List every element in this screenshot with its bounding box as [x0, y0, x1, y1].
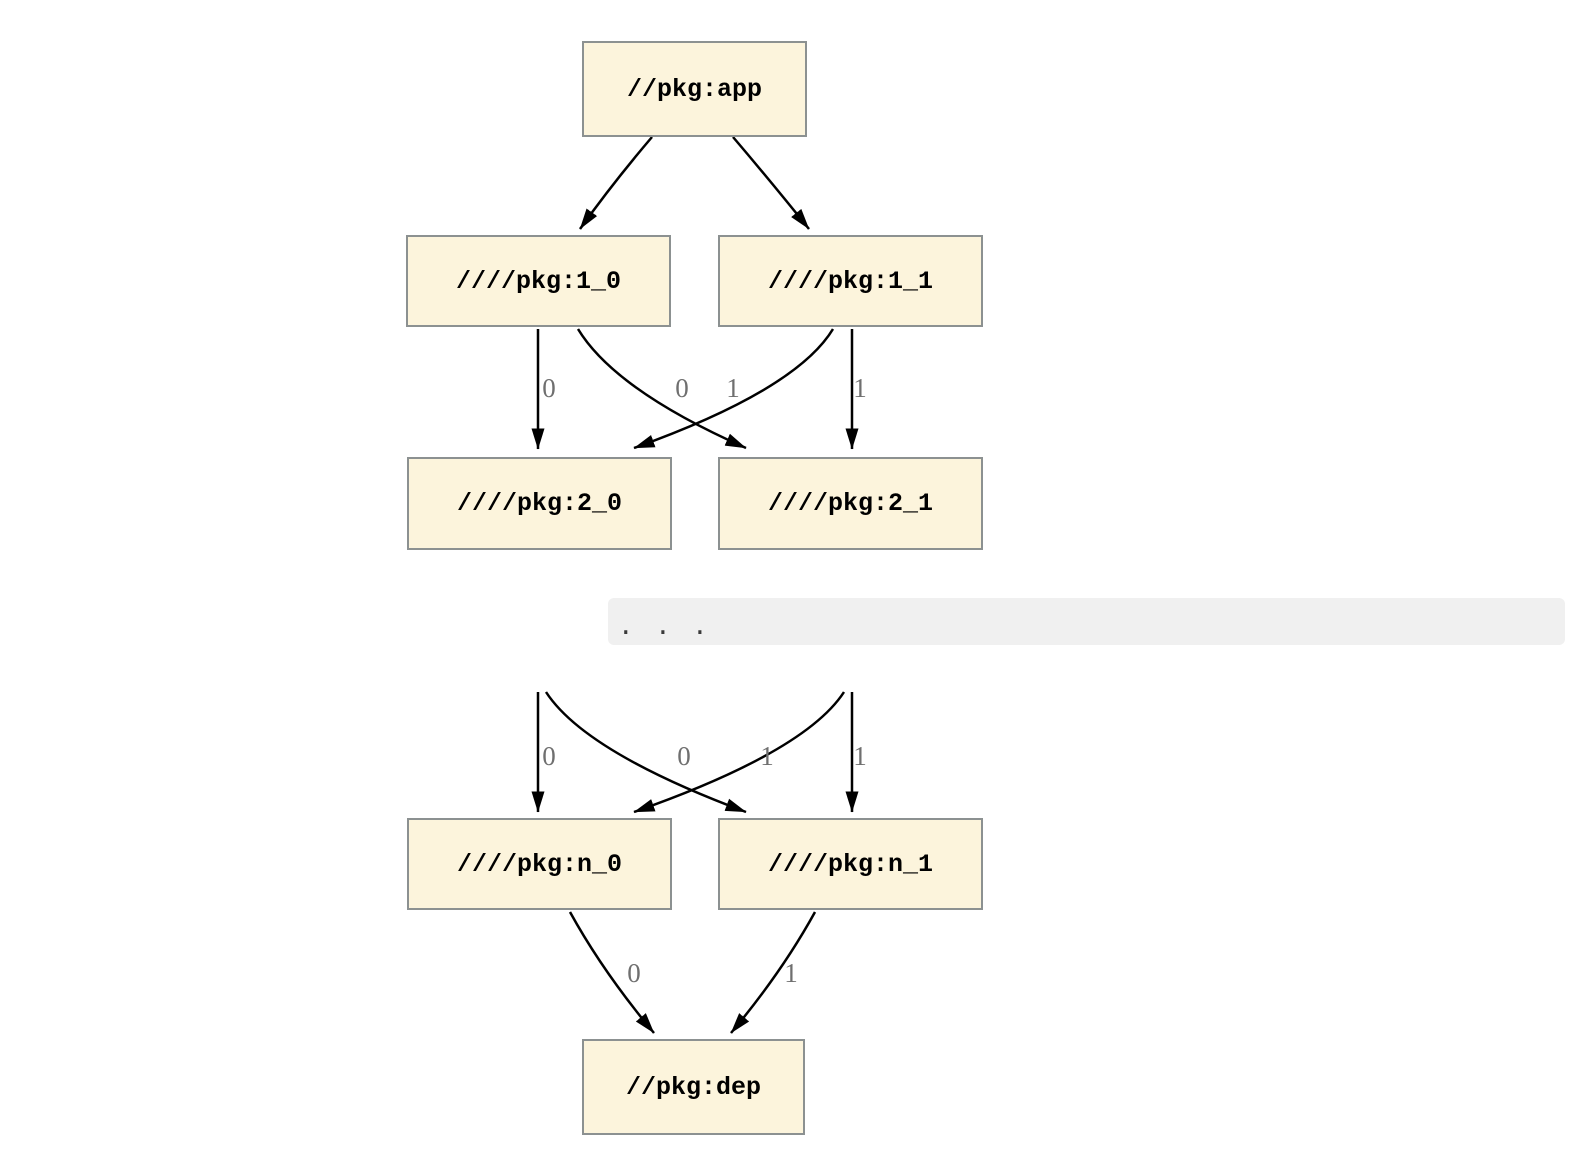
edge-label: 0	[542, 741, 556, 771]
edge-1_0-to-2_1	[576, 328, 747, 450]
ellipsis-text: . . .	[621, 607, 714, 642]
edge-n_0-to-dep	[568, 911, 655, 1034]
edge-label: 1	[853, 373, 867, 403]
node-pkg-n_1: ////pkg:n_1	[718, 818, 983, 910]
edge-label: 1	[726, 373, 740, 403]
edge-n_1-to-dep	[730, 911, 817, 1034]
edge-ellipsis-to-n_1-cross	[544, 691, 747, 814]
edge-app-to-1_0	[578, 136, 653, 230]
ellipsis-bar: . . .	[608, 598, 1565, 645]
edge-app-to-1_1	[732, 136, 810, 230]
edge-label: 0	[675, 373, 689, 403]
node-pkg-2_1: ////pkg:2_1	[718, 457, 983, 550]
edge-label: 0	[677, 741, 691, 771]
edge-1_1-to-2_0	[633, 328, 835, 450]
node-pkg-1_0: ////pkg:1_0	[406, 235, 671, 327]
edge-label: 1	[760, 741, 774, 771]
edge-label: 0	[627, 958, 641, 988]
edge-ellipsis-to-n_0-cross	[633, 691, 846, 814]
edge-label: 0	[542, 373, 556, 403]
node-pkg-n_0: ////pkg:n_0	[407, 818, 672, 910]
edge-label: 1	[784, 958, 798, 988]
node-pkg-app: //pkg:app	[582, 41, 807, 137]
node-pkg-dep: //pkg:dep	[582, 1039, 805, 1135]
node-pkg-2_0: ////pkg:2_0	[407, 457, 672, 550]
edge-label: 1	[853, 741, 867, 771]
node-pkg-1_1: ////pkg:1_1	[718, 235, 983, 327]
